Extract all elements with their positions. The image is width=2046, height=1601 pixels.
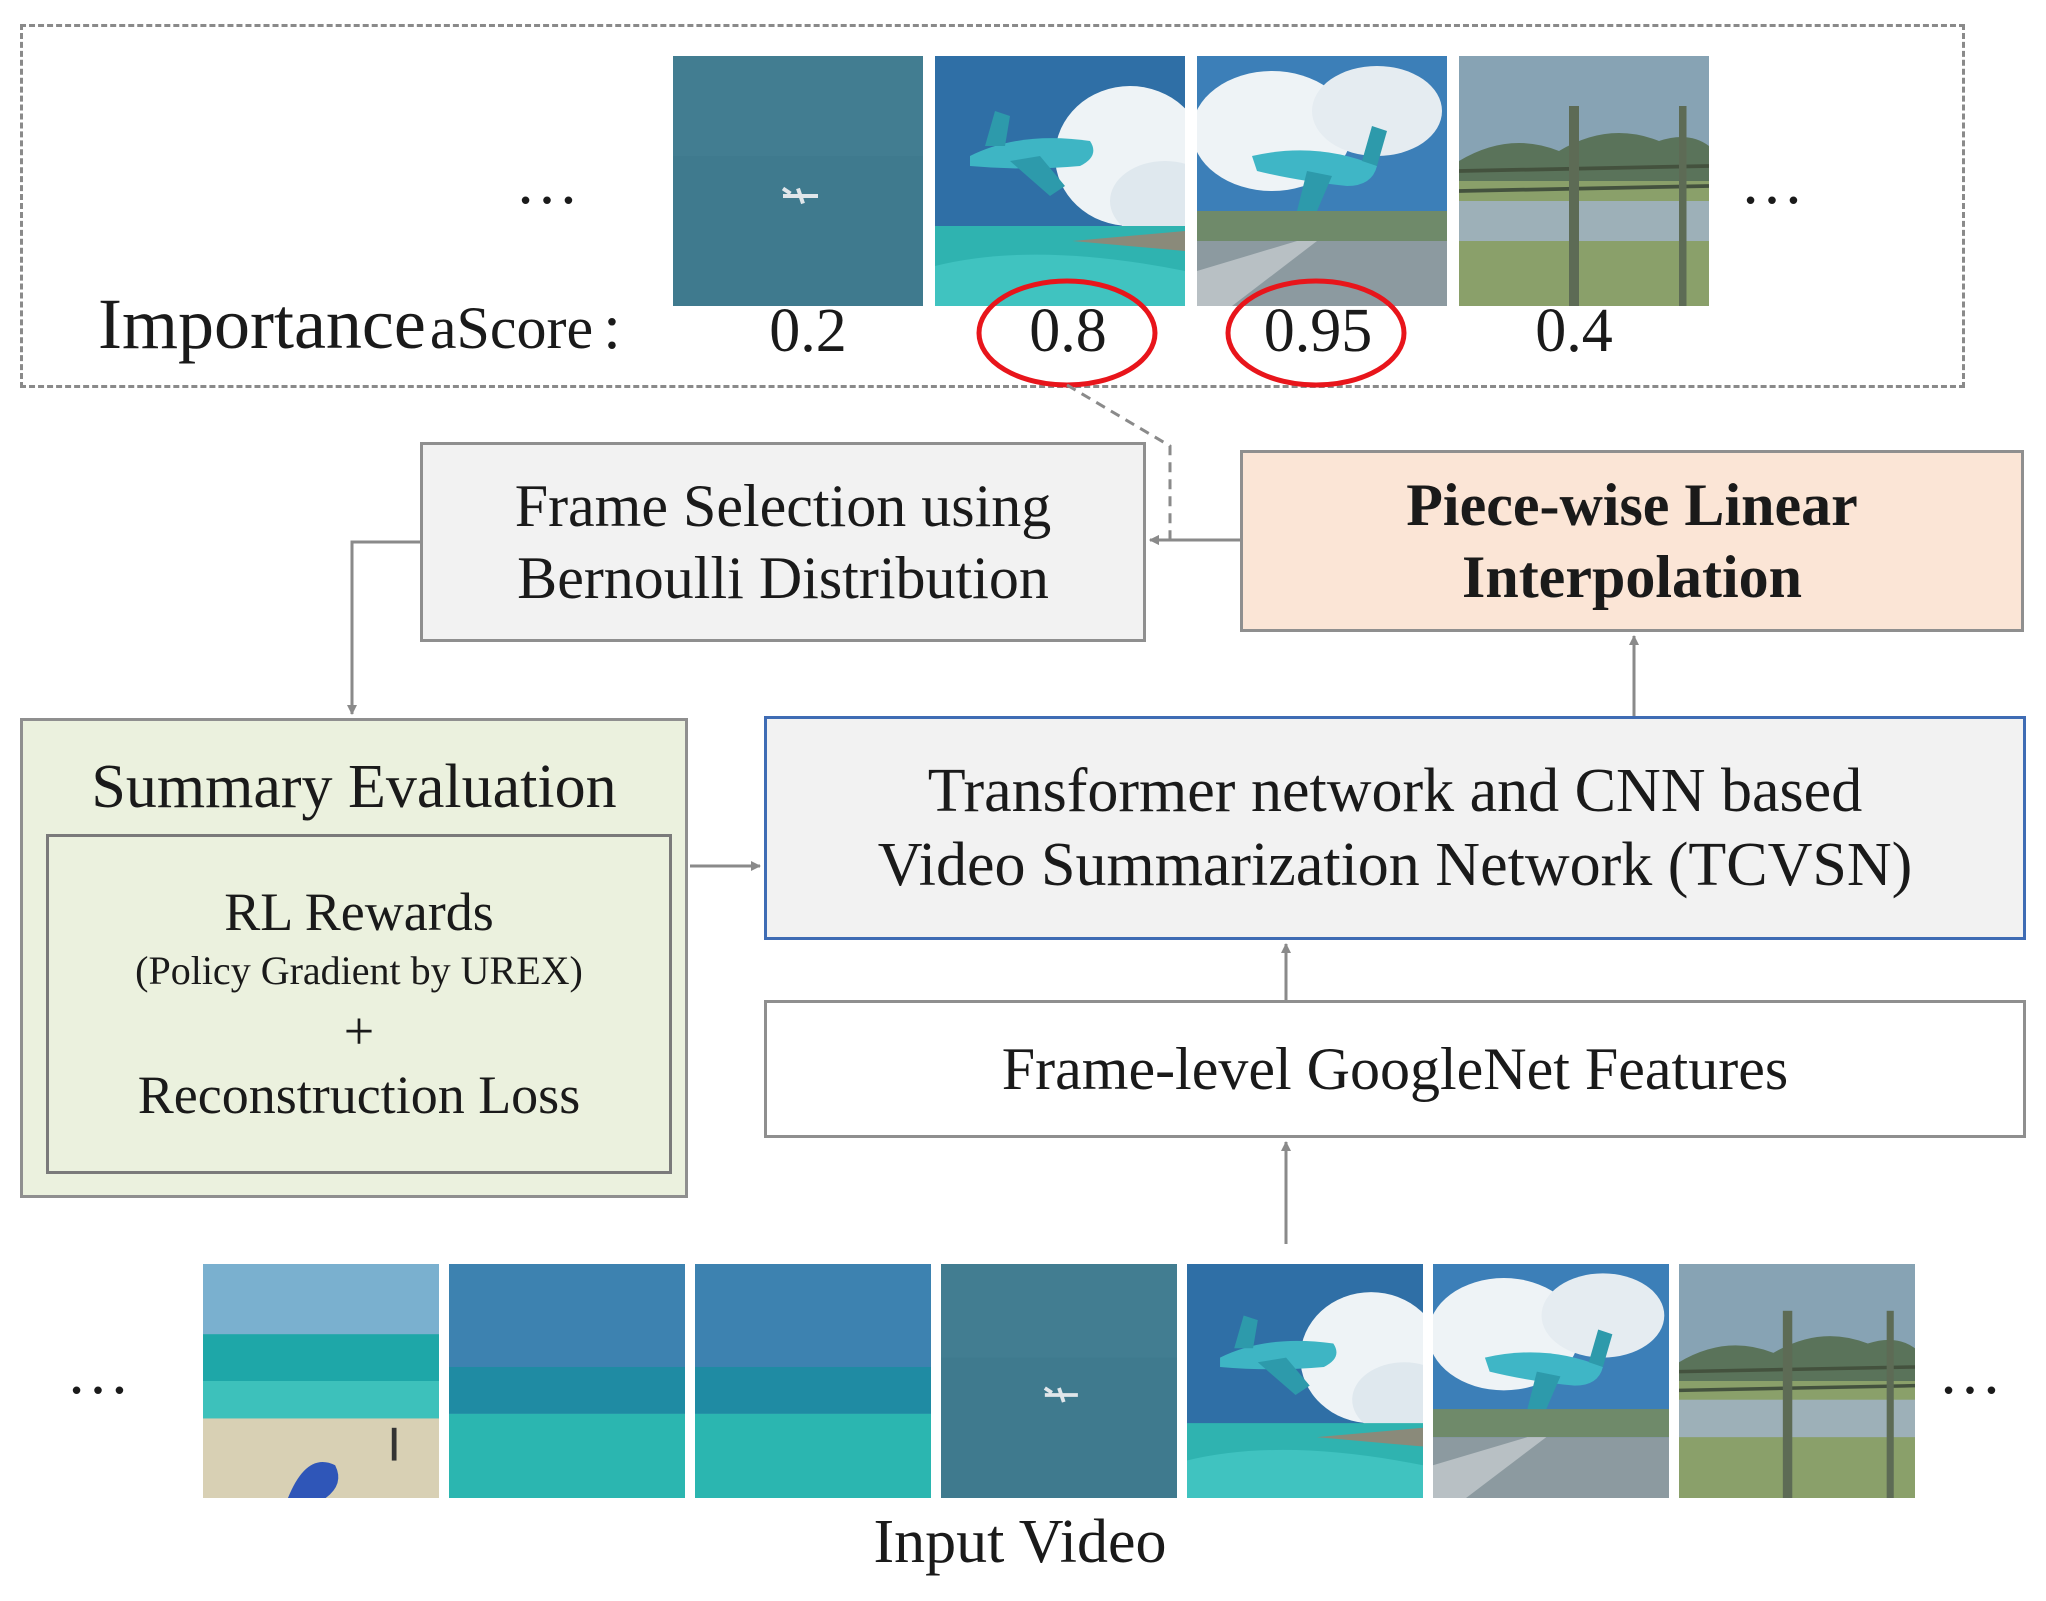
tcvsn-line2: Video Summarization Network (TCVSN) [877,831,1913,899]
interpolation-line2: Interpolation [1461,544,1803,610]
top-frame-4 [1459,56,1709,306]
input-frame-6 [1433,1264,1669,1498]
summary-evaluation-inner-box: RL Rewards (Policy Gradient by UREX) + R… [46,834,672,1174]
plus-sign: + [343,1000,375,1061]
arrow-selection-to-evaluation [347,540,420,715]
top-frame-3 [1197,56,1447,306]
input-frame-5 [1187,1264,1423,1498]
googlenet-features-label: Frame-level GoogleNet Features [1001,1036,1789,1102]
interpolation-box: Piece-wise Linear Interpolation [1240,450,2024,632]
score-value-1: 0.2 [769,297,847,365]
interpolation-line1: Piece-wise Linear [1406,472,1858,538]
policy-gradient-text: (Policy Gradient by UREX) [135,947,583,993]
score-label-main: Importance [98,284,426,364]
bottom-ellipsis-left: … [66,1336,136,1407]
top-ellipsis-left: … [515,146,585,217]
input-frame-2 [449,1264,685,1498]
top-ellipsis-right: … [1740,146,1810,217]
frame-selection-line1: Frame Selection using [514,473,1052,539]
score-value-4: 0.4 [1535,297,1613,365]
input-frame-7 [1679,1264,1915,1498]
top-frame-1 [673,56,923,306]
score-label-colon: : [603,291,621,362]
top-frame-2 [935,56,1185,306]
score-label: Importance aScore : [98,288,621,360]
score-value-3: 0.95 [1263,297,1373,365]
frame-selection-box: Frame Selection using Bernoulli Distribu… [420,442,1146,642]
tcvsn-box: Transformer network and CNN based Video … [764,716,2026,940]
summary-evaluation-box [20,718,688,1198]
rl-rewards-text: RL Rewards [224,881,494,942]
bottom-ellipsis-right: … [1938,1336,2008,1407]
input-frame-3 [695,1264,931,1498]
reconstruction-loss-text: Reconstruction Loss [137,1065,581,1126]
summary-evaluation-title: Summary Evaluation [91,753,617,821]
score-value-2: 0.8 [1029,297,1107,365]
frame-selection-line2: Bernoulli Distribution [517,545,1049,611]
googlenet-features-box: Frame-level GoogleNet Features [764,1000,2026,1138]
input-frame-1 [203,1264,439,1498]
input-video-label: Input Video [873,1508,1167,1576]
input-frame-4 [941,1264,1177,1498]
tcvsn-line1: Transformer network and CNN based [927,756,1863,825]
score-label-small: aScore [429,295,594,361]
